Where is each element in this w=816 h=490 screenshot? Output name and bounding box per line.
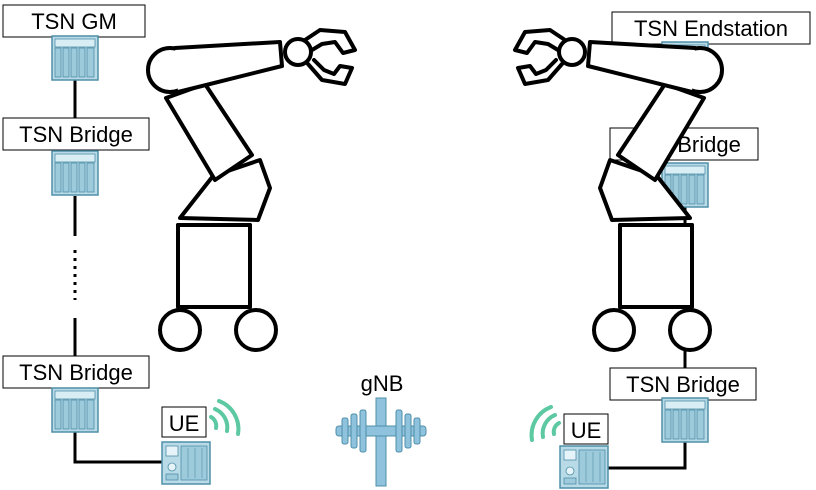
ue-label: UE: [169, 411, 200, 436]
tsn-endstation-label-box: [611, 11, 811, 45]
tsn-endstation-label: TSN Endstation: [634, 16, 788, 41]
tsn-bridge-label: TSN Bridge: [626, 372, 740, 397]
switch-icon: [51, 150, 99, 196]
ue-device-icon: [161, 441, 211, 485]
tsn-gm-label-box: [2, 4, 146, 38]
switch-icon: [51, 35, 99, 81]
tsn-bridge-label: TSN Bridge: [19, 360, 133, 385]
switch-icon: [51, 387, 99, 433]
wireless-signal-icon: [209, 399, 241, 436]
right-ue: UE: [529, 405, 609, 489]
gnb: gNB: [335, 371, 427, 487]
ue-device-icon: [559, 445, 609, 489]
ue-label-box: [563, 413, 609, 445]
tsn-bridge-label-box: [2, 355, 150, 389]
left-tsn-chain: TSN GM TSN Bridge TSN Bridge: [2, 4, 165, 464]
left-ue: UE: [161, 399, 241, 485]
wireless-signal-icon: [529, 405, 561, 442]
tsn-bridge-label: TSN Bridge: [19, 122, 133, 147]
switch-icon: [661, 397, 709, 443]
tsn-gm-label: TSN GM: [31, 9, 117, 34]
ue-label-box: [161, 406, 207, 438]
ue-label: UE: [571, 418, 602, 443]
tsn-bridge-label-box: [2, 117, 150, 151]
link-line: [608, 440, 687, 470]
link-line: [73, 432, 165, 464]
gnb-antenna-icon: [335, 397, 427, 487]
gnb-label: gNB: [361, 371, 404, 396]
robot-arm-icon: [146, 28, 357, 352]
